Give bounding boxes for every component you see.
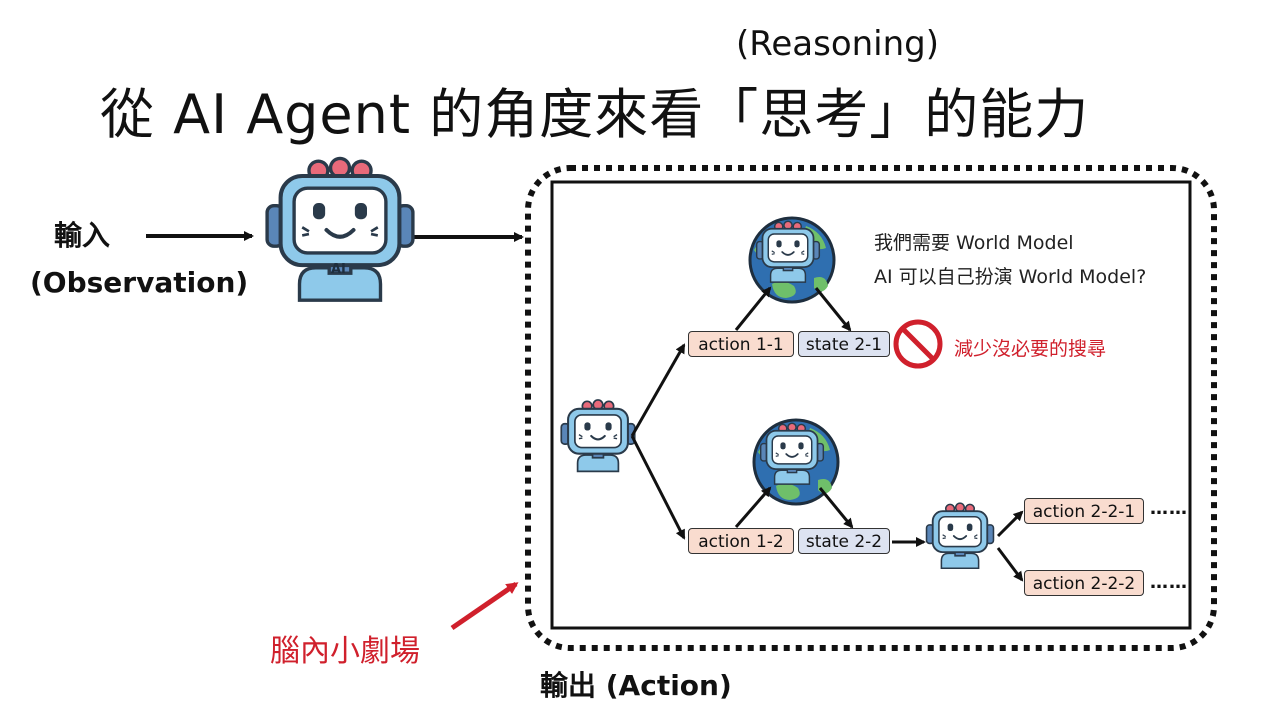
inner-frame bbox=[550, 180, 1192, 630]
note-world-model: 我們需要 World Model bbox=[874, 232, 1074, 254]
page-title: 從 AI Agent 的角度來看「思考」的能力 bbox=[100, 83, 1090, 146]
node-state-2-1: state 2-1 bbox=[798, 331, 890, 357]
node-action-2-2-1: action 2-2-1 bbox=[1024, 498, 1144, 524]
agent-badge: AI bbox=[331, 262, 346, 277]
node-state-2-2: state 2-2 bbox=[798, 528, 890, 554]
small-robot-icon-right bbox=[925, 502, 995, 570]
red-pointer-arrow bbox=[450, 581, 519, 631]
subtitle: (Reasoning) bbox=[736, 24, 940, 64]
observation-label: (Observation) bbox=[30, 266, 249, 299]
prohibited-icon bbox=[893, 319, 943, 369]
output-label: 輸出 (Action) bbox=[540, 669, 732, 702]
node-action-1-1: action 1-1 bbox=[688, 331, 794, 357]
ellipsis-1: …… bbox=[1150, 498, 1188, 519]
node-action-2-2-2: action 2-2-2 bbox=[1024, 570, 1144, 596]
brain-theater-label: 腦內小劇場 bbox=[270, 634, 420, 669]
input-label: 輸入 bbox=[54, 219, 111, 252]
brain-dotted-frame bbox=[525, 165, 1217, 651]
agent-robot-icon bbox=[267, 158, 413, 300]
small-robot-icon-root bbox=[560, 398, 636, 473]
note-reduce-search: 減少沒必要的搜尋 bbox=[954, 338, 1107, 360]
node-action-1-2: action 1-2 bbox=[688, 528, 794, 554]
ellipsis-2: …… bbox=[1150, 572, 1188, 593]
note-ai-world-model: AI 可以自己扮演 World Model? bbox=[874, 266, 1147, 288]
